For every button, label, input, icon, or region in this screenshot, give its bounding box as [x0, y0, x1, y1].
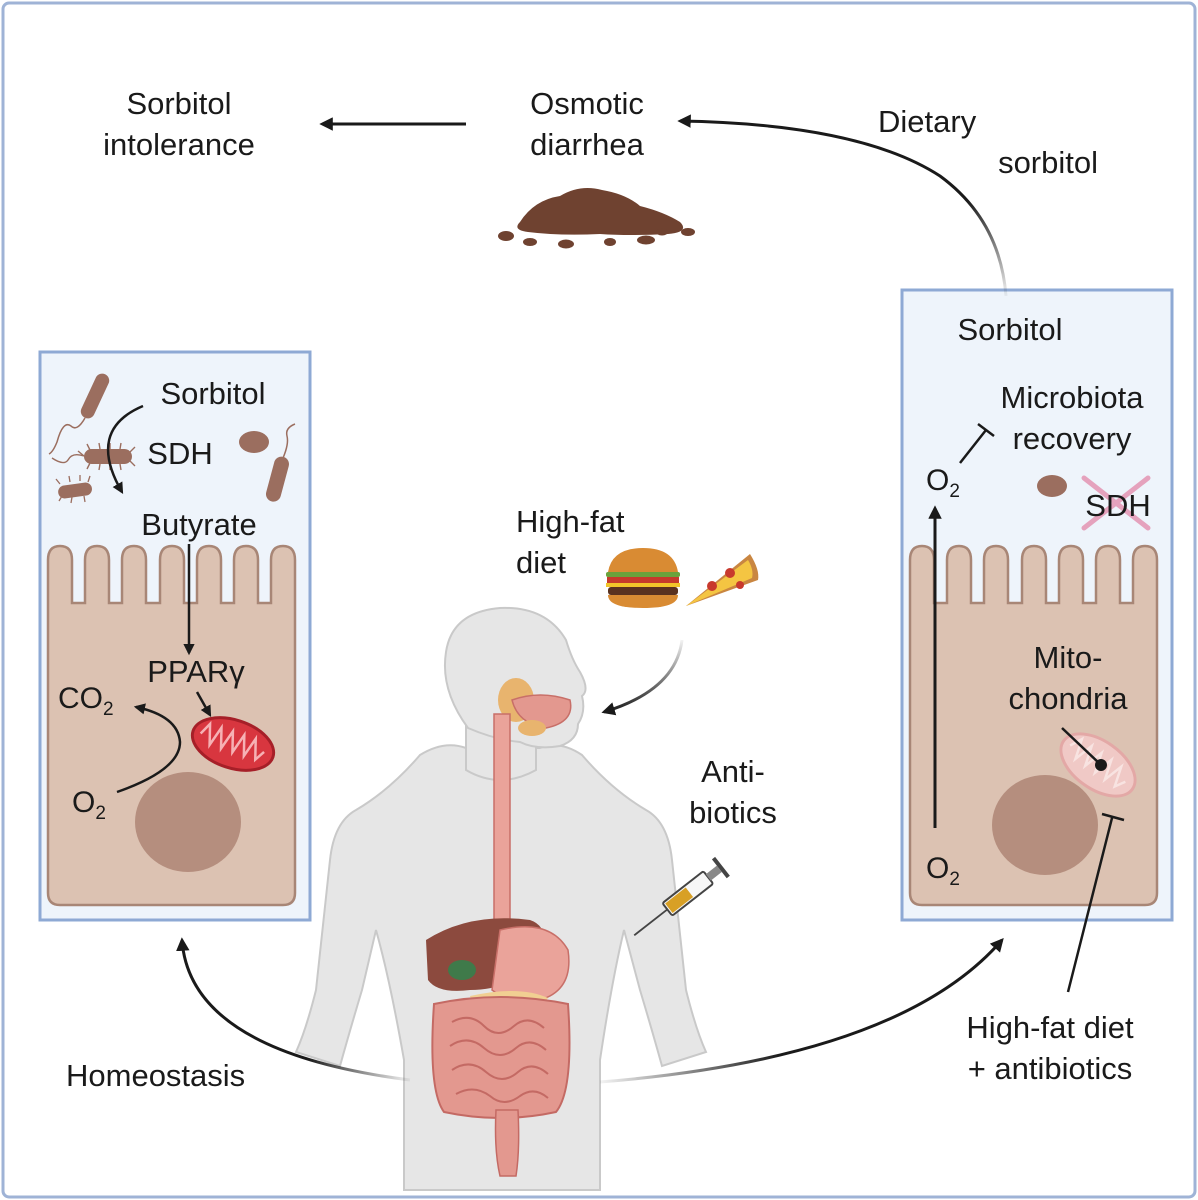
butyrate-label: Butyrate	[141, 507, 257, 542]
body-to-dysbiosis-arrow	[599, 937, 1004, 1084]
o2-to-co2-arrow	[116, 703, 182, 794]
dietary-sorbitol-to-diarrhea-arrow	[677, 114, 1008, 297]
mitochondrion-icon	[190, 716, 276, 772]
bacterium-icon	[48, 373, 110, 455]
stool-icon	[498, 188, 695, 249]
hfd-inhibits-mitochondria-line	[1066, 812, 1125, 993]
left-panel-homeostasis	[38, 350, 312, 922]
human-body-icon	[294, 606, 708, 1191]
diet-to-mouth-arrow	[601, 639, 684, 716]
bacterium-icon	[55, 475, 92, 504]
left-o2-label: O2	[72, 786, 106, 824]
nucleus	[135, 772, 241, 872]
ppar-to-mitochondria-arrow	[195, 691, 212, 717]
homeostasis-label: Homeostasis	[66, 1058, 246, 1093]
left-sdh-label: SDH	[147, 436, 213, 471]
pizza-icon	[686, 554, 759, 606]
antibiotics-label: Anti-biotics	[689, 754, 777, 830]
nucleus	[992, 775, 1098, 875]
co2-label: CO2	[58, 682, 114, 720]
bacterium-icon	[265, 423, 296, 502]
sdh-crossed-out-icon	[1081, 475, 1151, 531]
right-epithelial-cell	[908, 544, 1159, 907]
bacterium-icon	[1037, 475, 1067, 497]
right-sdh-label: SDH	[1085, 488, 1151, 523]
mitochondria-pointer	[1061, 727, 1101, 765]
left-epithelial-cell	[46, 544, 297, 907]
ppar-gamma-label: PPARγ	[147, 654, 245, 689]
bacterium-icon	[239, 431, 269, 453]
left-sorbitol-label: Sorbitol	[160, 376, 266, 411]
body-to-homeostasis-arrow	[176, 937, 411, 1082]
sorbitol-to-butyrate-arrow	[106, 404, 144, 494]
right-sorbitol-label: Sorbitol	[957, 312, 1063, 347]
right-panel-dysbiosis	[900, 288, 1174, 922]
o2-inhibits-microbiota-line	[959, 423, 995, 464]
syringe-icon	[633, 856, 730, 937]
right-o2-top-label: O2	[926, 464, 960, 502]
hfd-antibiotics-label: High-fat diet+ antibiotics	[966, 1010, 1134, 1086]
mitochondria-label: Mito-chondria	[1008, 640, 1128, 716]
burger-icon	[606, 548, 680, 608]
right-o2-bottom-label: O2	[926, 852, 960, 890]
